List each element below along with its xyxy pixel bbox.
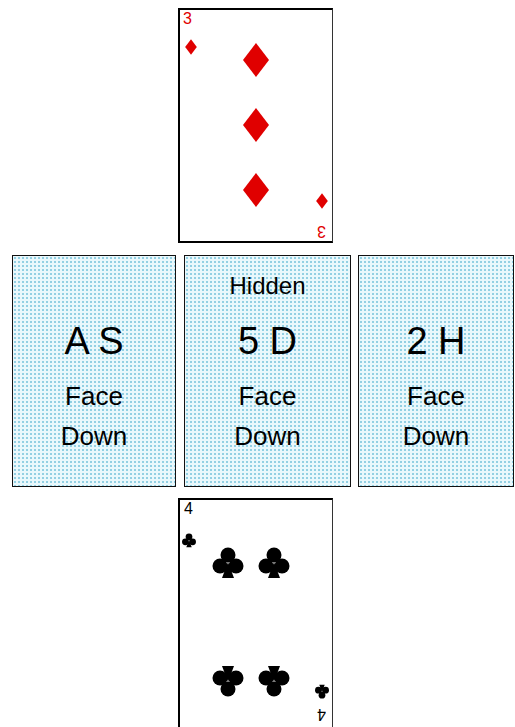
club-pip [259,548,290,579]
card-label: 2 H [359,319,513,363]
club-pip [259,666,290,697]
face-down-card: A S Face Down [12,255,176,487]
card-rank: 4 [184,501,193,517]
diamond-pip [243,173,269,207]
diamond-pip [243,108,269,142]
card-rank: 3 [317,223,326,239]
corner-club [315,685,329,699]
corner-diamond [185,39,197,54]
card-note: Hidden [185,272,350,300]
playing-card: 44 [178,498,333,727]
club-pips [182,533,329,698]
corner-club [182,533,196,547]
card-rank: 3 [183,11,192,27]
card-note: Face Down [359,376,513,456]
playing-card: 33 [178,8,333,243]
card-note: Face Down [13,376,175,456]
corner-diamond [316,193,328,208]
card-label: 5 D [185,319,350,363]
card-rank: 4 [317,706,326,722]
diamond-pip [243,43,269,77]
face-down-card: Hidden 5 D Face Down [184,255,351,487]
face-down-card: 2 H Face Down [358,255,514,487]
club-pip [213,666,244,697]
card-note: Face Down [185,376,350,456]
card-label: A S [13,319,175,363]
diamond-pips [185,39,328,208]
club-pip [213,548,244,579]
